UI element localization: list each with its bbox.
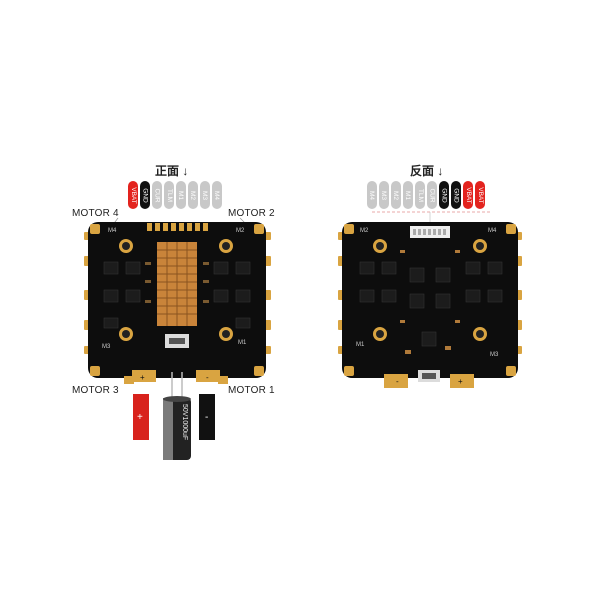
back-chips xyxy=(359,261,503,347)
front-capacitor-label: 50V1000uF xyxy=(181,404,188,440)
back-silk-minus: - xyxy=(396,377,399,386)
front-silk-plus: + xyxy=(140,373,145,382)
back-pin-m4: M4 xyxy=(367,181,377,209)
front-title: 正面 ↓ xyxy=(155,164,189,178)
back-pin-tlm: TLM xyxy=(415,181,425,209)
front-pin-m4: M4 xyxy=(212,181,222,209)
front-pin-gnd: GND xyxy=(140,181,150,209)
back-pin-vbat: VBAT xyxy=(463,181,473,209)
front-pin-m1: M1 xyxy=(176,181,186,209)
back-silk-m1: M1 xyxy=(356,342,365,348)
front-motor3-label: MOTOR 3 xyxy=(72,385,119,396)
back-bottom-pads xyxy=(384,370,474,388)
back-title: 反面 ↓ xyxy=(410,164,444,178)
back-silk-plus: + xyxy=(458,377,463,386)
front-silk-m1: M1 xyxy=(238,340,247,346)
front-motor2-label: MOTOR 2 xyxy=(228,208,275,219)
front-wire-plus-label: + xyxy=(137,412,143,423)
front-silk-m2: M2 xyxy=(236,228,245,234)
front-top-connector xyxy=(147,223,208,231)
back-silk-m3: M3 xyxy=(490,352,499,358)
front-silk-m3: M3 xyxy=(102,344,111,350)
front-pin-m2: M2 xyxy=(188,181,198,209)
back-pin-m2: M2 xyxy=(391,181,401,209)
back-pin-m3: M3 xyxy=(379,181,389,209)
front-motor1-label: MOTOR 1 xyxy=(228,385,275,396)
front-pin-cur: CUR xyxy=(152,181,162,209)
front-pin-tlm: TLM xyxy=(164,181,174,209)
front-silk-minus: - xyxy=(206,373,209,382)
front-motor4-label: MOTOR 4 xyxy=(72,208,119,219)
front-silk-m4: M4 xyxy=(108,228,117,234)
front-wire-positive xyxy=(133,394,149,440)
front-mount-holes xyxy=(119,239,233,341)
back-pcb xyxy=(342,222,518,378)
back-pin-vbat: VBAT xyxy=(475,181,485,209)
front-wire-negative xyxy=(199,394,215,440)
front-pin-m3: M3 xyxy=(200,181,210,209)
back-silk-m2: M2 xyxy=(360,228,369,234)
front-bottom-pads xyxy=(124,370,228,384)
front-pin-vbat: VBAT xyxy=(128,181,138,209)
back-pin-gnd: GND xyxy=(439,181,449,209)
front-mosfets xyxy=(103,261,251,329)
back-mount-holes xyxy=(373,239,487,341)
back-silk-m4: M4 xyxy=(488,228,497,234)
front-wire-minus-label: - xyxy=(205,412,208,423)
back-pin-cur: CUR xyxy=(427,181,437,209)
back-pin-m1: M1 xyxy=(403,181,413,209)
back-pin-gnd: GND xyxy=(451,181,461,209)
